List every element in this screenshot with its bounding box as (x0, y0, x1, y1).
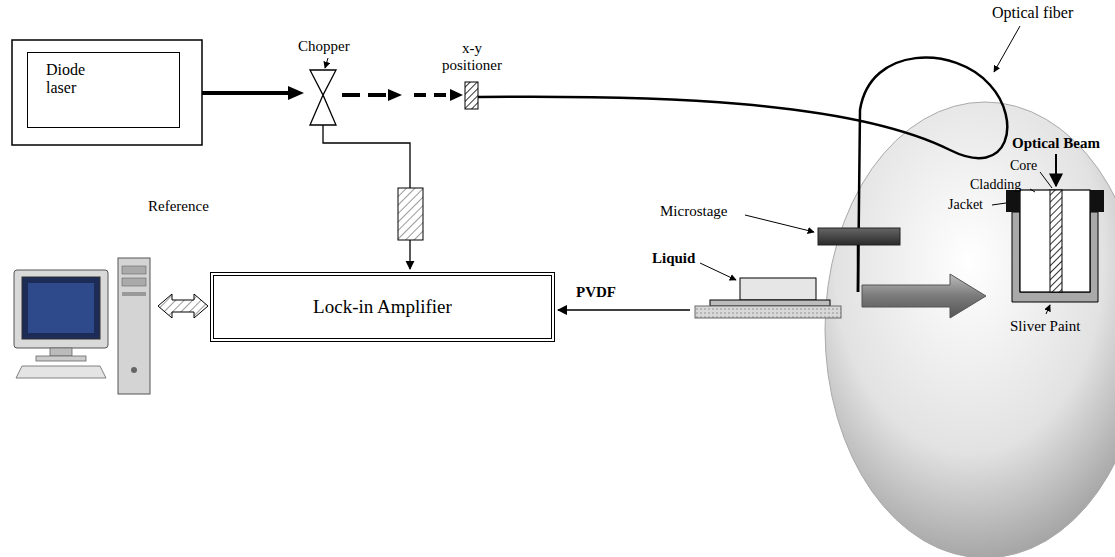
computer-part (118, 258, 150, 394)
photodetector (398, 188, 423, 240)
computer-part (28, 283, 94, 333)
base-plate (695, 306, 841, 318)
leader-line (325, 58, 328, 68)
zoom-arrow (862, 274, 986, 318)
fiber-end-detail-part (1090, 190, 1104, 212)
chopper-symbol (310, 70, 336, 125)
computer-part (22, 277, 100, 339)
part-label: Cladding (970, 177, 1021, 192)
optical-beam-arrow (1055, 154, 1057, 186)
leader-line (994, 26, 1020, 72)
zoom-ellipse (825, 102, 1115, 557)
part-label: Optical Beam (1012, 135, 1100, 152)
part-label: Sliver Paint (1010, 318, 1080, 335)
computer-part (36, 356, 86, 361)
box-label: Lock-in Amplifier (313, 297, 452, 318)
part-label: x-y positioner (436, 40, 508, 73)
computer-part (122, 292, 146, 296)
computer-part (122, 278, 146, 286)
computer-part (14, 270, 108, 348)
signal-arrow (558, 309, 690, 311)
part-label: Jacket (948, 197, 983, 212)
optical-fiber (857, 245, 860, 292)
reference-arrow (409, 240, 410, 269)
leader-line (1040, 172, 1052, 188)
liquid-cell (740, 278, 816, 300)
part-label: Liquid (652, 250, 695, 267)
part-label: Optical fiber (992, 4, 1073, 22)
computer-part (50, 348, 72, 356)
beam-arrowhead (288, 86, 304, 100)
leader-line (745, 215, 814, 232)
box-label: Diode laser (46, 61, 100, 96)
part-label: PVDF (576, 284, 616, 301)
data-link-arrow (158, 294, 208, 318)
computer-part (16, 366, 106, 378)
fiber-end-detail-part (1006, 190, 1020, 212)
fiber-end-detail-part (1020, 190, 1090, 292)
reference-line (323, 125, 410, 188)
fiber-end-detail (1006, 190, 1104, 302)
leader-line (1046, 305, 1050, 314)
beam-arrowhead (388, 89, 402, 101)
computer-part (122, 266, 146, 274)
leader-line (700, 263, 736, 280)
pvdf-film (710, 300, 830, 306)
optical-fiber (478, 58, 1007, 292)
laser-housing (12, 40, 202, 145)
leader-line (992, 203, 1006, 205)
microstage-block (818, 228, 900, 245)
computer-part (131, 367, 137, 373)
computer (14, 258, 150, 394)
chopped-beam (414, 93, 452, 97)
leader-line (1030, 189, 1035, 192)
part-label: Reference (148, 198, 209, 215)
part-label: Chopper (298, 38, 350, 55)
fiber-end-detail-part (1050, 190, 1062, 292)
part-label: Core (1010, 158, 1037, 173)
instrument-box: Lock-in Amplifier (210, 272, 555, 342)
laser-box: Diode laser (27, 52, 180, 128)
part-label: Microstage (660, 203, 727, 220)
laser-beam (202, 91, 292, 95)
chopped-beam (342, 93, 392, 97)
positioner-symbol (465, 82, 478, 109)
beam-arrowhead (450, 89, 463, 101)
